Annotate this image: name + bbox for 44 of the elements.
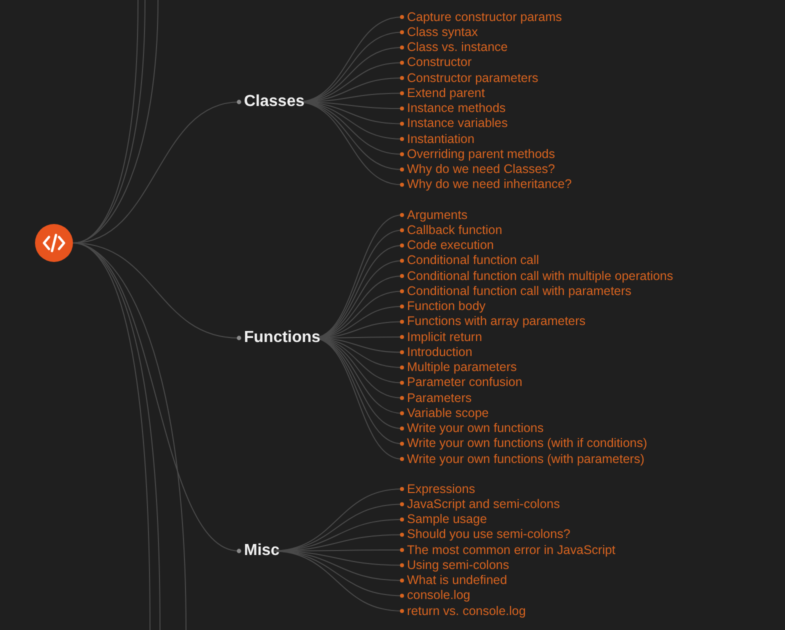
topic-label: What is undefined (407, 573, 508, 588)
topic-label: Parameter confusion (407, 375, 522, 390)
topic-label: Constructor (407, 55, 472, 70)
topic-label: Multiple parameters (407, 360, 517, 375)
topic-label: The most common error in JavaScript (407, 542, 616, 558)
topic-label: Functions with array parameters (407, 314, 586, 330)
topic-label: Function body (407, 299, 486, 314)
topic-label: Overriding parent methods (407, 146, 555, 162)
topic-label: Instance methods (407, 101, 506, 116)
category-label: Classes (244, 92, 304, 112)
topic-label: Variable scope (407, 406, 489, 421)
topic-label: Why do we need inheritance? (407, 177, 572, 192)
topic-label: Instantiation (407, 132, 474, 146)
topic-label: Parameters (407, 390, 472, 406)
topic-label: Instance variables (407, 116, 508, 132)
topic-label: Expressions (407, 482, 476, 496)
topic-label: console.log (407, 588, 470, 604)
topic-label: Should you use semi-colons? (407, 527, 570, 542)
connector-line (271, 550, 404, 613)
topic-label: Callback function (407, 222, 502, 238)
topic-label: Extend parent (407, 86, 485, 101)
topic-label: JavaScript and semi-colons (407, 496, 560, 512)
topic-label: return vs. console.log (407, 604, 526, 618)
topic-label: Class syntax (407, 24, 478, 40)
topic-label: Code execution (407, 238, 494, 253)
topic-label: Sample usage (407, 512, 487, 527)
topic-label: Implicit return (407, 330, 482, 344)
topic-label: Conditional function call with multiple operations (407, 268, 674, 284)
topic-label: Conditional function call (407, 253, 540, 268)
topic-label: Why do we need Classes? (407, 162, 555, 177)
category-label: Misc (244, 541, 280, 561)
topic-label: Write your own functions (with parameters) (407, 452, 644, 466)
topic-label: Introduction (407, 344, 472, 360)
code-icon (35, 224, 73, 262)
topic-label: Using semi-colons (407, 558, 510, 573)
topic-label: Arguments (407, 208, 468, 222)
topic-label: Write your own functions (407, 421, 544, 436)
topic-label: Capture constructor params (407, 10, 562, 24)
topic-label: Conditional function call with parameters (407, 284, 632, 299)
topic-label: Class vs. instance (407, 40, 508, 55)
connector-line (296, 102, 404, 187)
topic-label: Write your own functions (with if conditions) (407, 436, 648, 452)
category-label: Functions (244, 328, 320, 348)
topic-label: Constructor parameters (407, 70, 538, 86)
